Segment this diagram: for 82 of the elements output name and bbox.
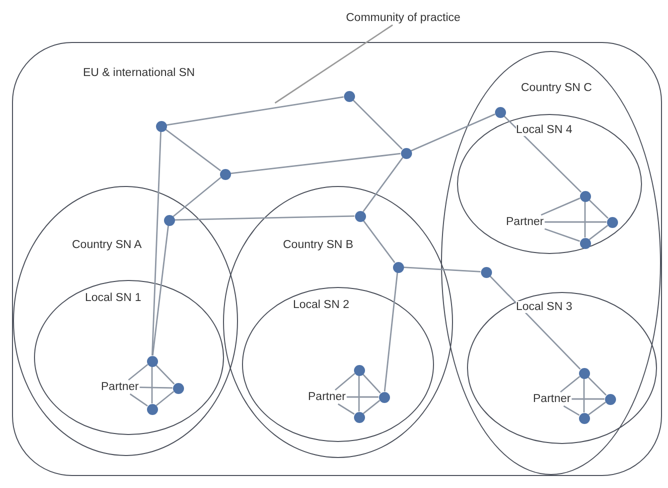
connector-line	[544, 221, 606, 223]
connector-line	[152, 225, 169, 356]
connector-line	[128, 364, 148, 381]
connector-line	[164, 128, 222, 172]
network-node-dot	[220, 168, 230, 180]
connector-line	[346, 396, 378, 398]
network-node-dot	[354, 210, 366, 222]
connector-line	[588, 402, 606, 416]
connector-line	[172, 176, 222, 218]
network-ellipse	[441, 51, 661, 475]
network-node-dot	[146, 404, 158, 414]
network-label: Local SN 4	[516, 124, 572, 136]
network-label: Country SN C	[521, 82, 592, 94]
network-label: Local SN 3	[516, 301, 572, 313]
connector-line	[358, 376, 360, 412]
network-node-dot	[156, 120, 166, 132]
network-node-dot	[480, 266, 492, 278]
connector-line	[166, 96, 344, 126]
connector-line	[587, 376, 607, 396]
network-node-dot	[164, 214, 174, 226]
connector-line	[140, 386, 173, 389]
network-node-dot	[578, 412, 590, 424]
network-node-dot	[354, 412, 364, 422]
network-label: Country SN A	[72, 239, 142, 251]
partner-label: Partner	[101, 381, 139, 393]
network-node-dot	[606, 216, 618, 228]
connector-line	[362, 220, 396, 264]
network-ellipse	[467, 292, 657, 444]
connector-line	[362, 156, 404, 212]
partner-label: Partner	[506, 216, 544, 228]
connector-line	[572, 398, 604, 400]
network-node-dot	[344, 90, 354, 102]
connector-line	[588, 199, 608, 219]
network-node-dot	[400, 148, 412, 158]
network-node-dot	[494, 106, 506, 118]
connector-line	[156, 390, 174, 406]
connector-line	[174, 215, 355, 221]
connector-line	[588, 224, 608, 240]
connector-line	[503, 115, 582, 193]
connector-line	[334, 372, 356, 391]
network-node-dot	[578, 368, 590, 378]
network-label: Country SN B	[283, 239, 354, 251]
connector-line	[489, 275, 581, 370]
connector-line	[563, 405, 580, 416]
connector-line	[352, 99, 403, 150]
network-node-dot	[172, 382, 184, 394]
connector-line	[230, 152, 401, 174]
network-ellipse	[34, 280, 224, 435]
network-node-dot	[392, 262, 404, 272]
network-boundary	[12, 42, 662, 476]
connector-line	[338, 403, 355, 415]
connector-line	[583, 378, 585, 412]
connector-line	[130, 393, 148, 406]
connector-line	[155, 364, 175, 384]
network-ellipse	[242, 287, 434, 442]
network-ellipse	[223, 186, 453, 458]
network-label: Local SN 2	[293, 299, 350, 311]
network-node-dot	[354, 364, 364, 376]
network-label: EU & international SN	[83, 67, 195, 79]
network-node-dot	[604, 394, 616, 404]
connector-line	[152, 131, 162, 356]
connector-line	[403, 266, 481, 272]
partner-label: Partner	[533, 393, 571, 405]
connector-line	[540, 198, 580, 216]
partner-label: Partner	[308, 391, 346, 403]
connector-line	[362, 400, 380, 414]
network-label: Local SN 1	[85, 292, 142, 304]
leader-line	[274, 24, 393, 104]
network-ellipse	[13, 186, 238, 456]
connector-line	[362, 374, 381, 394]
connector-line	[544, 228, 580, 242]
connector-line	[584, 202, 586, 238]
network-node-dot	[580, 238, 590, 248]
annotation-label: Community of practice	[346, 12, 460, 24]
network-node-dot	[146, 356, 158, 366]
connector-line	[384, 272, 398, 392]
network-ellipse	[457, 114, 642, 254]
network-node-dot	[580, 190, 590, 202]
connector-line	[560, 376, 580, 393]
connector-line	[410, 114, 496, 152]
network-node-dot	[378, 392, 390, 402]
connector-line	[151, 366, 153, 404]
